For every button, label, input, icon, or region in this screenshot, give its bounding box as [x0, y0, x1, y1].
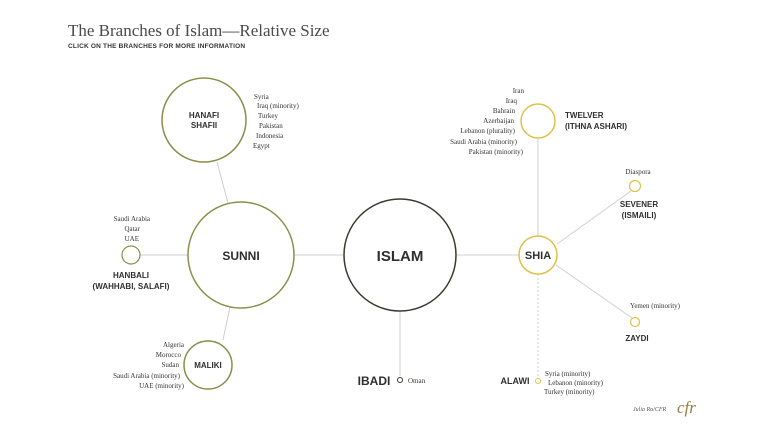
islam-label[interactable]: ISLAM	[377, 248, 424, 265]
hanbali-region: Saudi Arabia	[114, 215, 151, 223]
sevener-region: Diaspora	[625, 168, 651, 176]
twelver-region: Iraq	[506, 97, 518, 105]
twelver-node[interactable]	[520, 103, 556, 139]
alawi-region: Syria (minority)	[545, 370, 591, 378]
connector-sunni-hanafi	[216, 161, 229, 204]
hanbali-label-line2[interactable]: (WAHHABI, SALAFI)	[93, 282, 170, 291]
hanbali-label-line1[interactable]: HANBALI	[113, 271, 149, 280]
zaydi-node[interactable]	[629, 316, 641, 328]
alawi-label[interactable]: ALAWI	[501, 376, 530, 386]
ibadi-region: Oman	[408, 377, 426, 385]
alawi-region: Lebanon (minority)	[548, 379, 604, 387]
maliki-region: Morocco	[156, 351, 182, 359]
cfr-logo: cfr	[677, 398, 696, 417]
connector-shia-sevener	[556, 190, 632, 245]
shia-node[interactable]	[518, 235, 558, 275]
sevener-label-line2[interactable]: (ISMAILI)	[622, 211, 657, 220]
twelver-region: Azerbaijan	[483, 117, 514, 125]
sunni-node[interactable]	[187, 201, 295, 309]
hanbali-region: Qatar	[124, 225, 140, 233]
twelver-region: Saudi Arabia (minority)	[450, 138, 518, 146]
hanbali-node[interactable]	[121, 245, 141, 265]
maliki-node[interactable]	[183, 340, 233, 390]
twelver-region: Iran	[513, 87, 525, 95]
alawi-node[interactable]	[535, 378, 541, 384]
maliki-region: Sudan	[162, 361, 180, 369]
page-title: The Branches of Islam—Relative Size	[68, 21, 330, 40]
hanafi-region: Pakistan	[259, 122, 283, 130]
sunni-label[interactable]: SUNNI	[222, 249, 259, 263]
twelver-label-line1[interactable]: TWELVER	[565, 111, 604, 120]
hanafi-region: Turkey	[258, 112, 278, 120]
hanafi-node[interactable]	[161, 77, 247, 163]
shia-label[interactable]: SHIA	[525, 250, 551, 262]
twelver-label-line2[interactable]: (ITHNA ASHARI)	[565, 122, 627, 131]
twelver-region: Bahrain	[493, 107, 516, 115]
credit-text: Julia Ro/CFR	[633, 407, 667, 413]
sevener-label-line1[interactable]: SEVENER	[620, 200, 658, 209]
hanafi-region: Egypt	[253, 142, 270, 150]
twelver-region: Lebanon (plurality)	[460, 127, 515, 135]
hanafi-label-line1[interactable]: HANAFI	[189, 111, 219, 120]
connector-sunni-maliki	[222, 306, 231, 341]
zaydi-label[interactable]: ZAYDI	[625, 334, 648, 343]
zaydi-region: Yemen (minority)	[630, 302, 681, 310]
islam-node[interactable]	[343, 198, 457, 312]
hanbali-region: UAE	[125, 235, 139, 243]
hanafi-region: Indonesia	[256, 132, 284, 140]
maliki-region: UAE (minority)	[139, 382, 185, 390]
maliki-region: Saudi Arabia (minority)	[113, 372, 181, 380]
sevener-node[interactable]	[628, 179, 642, 193]
maliki-label[interactable]: MALIKI	[194, 361, 222, 370]
maliki-region: Algeria	[163, 341, 185, 349]
hanafi-region: Syria	[254, 93, 270, 101]
connector-shia-zaydi	[555, 264, 633, 319]
hanafi-region: Iraq (minority)	[257, 102, 299, 110]
twelver-region: Pakistan (minority)	[469, 148, 524, 156]
ibadi-label[interactable]: IBADI	[358, 374, 391, 388]
page-subtitle: CLICK ON THE BRANCHES FOR MORE INFORMATI…	[68, 43, 246, 50]
alawi-region: Turkey (minority)	[544, 388, 595, 396]
hanafi-label-line2[interactable]: SHAFII	[191, 121, 217, 130]
ibadi-node[interactable]	[397, 377, 403, 383]
